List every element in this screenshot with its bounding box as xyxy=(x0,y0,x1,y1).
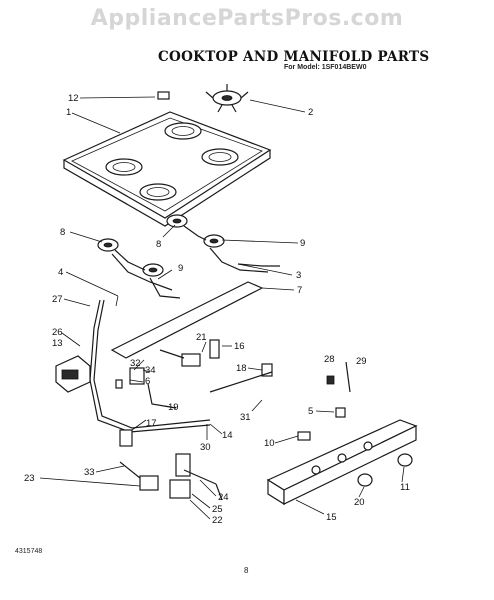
panel-clip xyxy=(335,407,346,418)
callout-29: 29 xyxy=(356,356,367,367)
callout-31: 31 xyxy=(240,412,251,423)
callout-24: 24 xyxy=(218,492,229,503)
callout-9-left: 9 xyxy=(178,263,183,274)
callout-34: 34 xyxy=(145,365,156,376)
callout-13: 13 xyxy=(52,338,63,349)
mounting-clip xyxy=(157,91,170,100)
callout-22: 22 xyxy=(212,515,223,526)
callout-14: 14 xyxy=(222,430,233,441)
screw xyxy=(326,375,335,385)
callout-6: 6 xyxy=(145,376,150,387)
callout-21: 21 xyxy=(196,332,207,343)
callout-15: 15 xyxy=(326,512,337,523)
callout-18: 18 xyxy=(236,363,247,374)
left-burner-assembly xyxy=(97,238,181,299)
callout-19: 19 xyxy=(168,402,179,413)
callout-3: 3 xyxy=(296,270,301,281)
valve-rod xyxy=(209,371,273,393)
page-number: 8 xyxy=(244,566,249,575)
callout-32: 32 xyxy=(130,358,141,369)
callout-11: 11 xyxy=(400,482,410,493)
callout-28: 28 xyxy=(324,354,335,365)
small-bracket xyxy=(119,429,133,447)
switch-bracket xyxy=(297,431,311,441)
burner-valve xyxy=(159,339,220,367)
callout-10: 10 xyxy=(264,438,275,449)
control-knob-large xyxy=(397,453,413,467)
callout-26: 26 xyxy=(52,327,63,338)
leader-lines xyxy=(39,96,405,520)
callout-23: 23 xyxy=(24,473,35,484)
callout-12: 12 xyxy=(68,93,79,104)
callout-20: 20 xyxy=(354,497,365,508)
lower-valve-assembly xyxy=(119,453,223,501)
callout-16: 16 xyxy=(234,341,245,352)
callout-8-right: 8 xyxy=(156,239,161,250)
callout-4: 4 xyxy=(58,267,63,278)
model-label: For Model: 1SF014BEW0 xyxy=(284,64,367,71)
spacer xyxy=(115,379,123,389)
callout-labels: 12 1 2 8 8 9 4 9 3 27 7 26 13 21 16 32 2… xyxy=(24,93,410,526)
catalog-number: 4315748 xyxy=(15,548,43,555)
callout-5: 5 xyxy=(308,406,313,417)
control-knob xyxy=(357,473,373,487)
diagram-title: COOKTOP AND MANIFOLD PARTS xyxy=(158,49,430,65)
callout-2: 2 xyxy=(308,107,313,118)
callout-17: 17 xyxy=(146,418,157,429)
burner-grate xyxy=(205,84,249,113)
callout-30: 30 xyxy=(200,442,211,453)
callout-27: 27 xyxy=(52,294,63,305)
pressure-regulator xyxy=(55,355,91,393)
callout-9-right: 9 xyxy=(300,238,305,249)
callout-1: 1 xyxy=(66,107,71,118)
callout-7: 7 xyxy=(297,285,302,296)
ignition-switch xyxy=(129,367,145,385)
right-burner-assembly xyxy=(166,214,280,273)
callout-33: 33 xyxy=(84,467,95,478)
gas-manifold-pipe xyxy=(89,295,211,433)
callout-25: 25 xyxy=(212,504,223,515)
callout-8-left: 8 xyxy=(60,227,65,238)
cooktop-panel xyxy=(62,111,272,227)
watermark-text: AppliancePartsPros.com xyxy=(90,6,404,31)
control-panel xyxy=(266,419,418,506)
clip-rod xyxy=(345,361,351,393)
